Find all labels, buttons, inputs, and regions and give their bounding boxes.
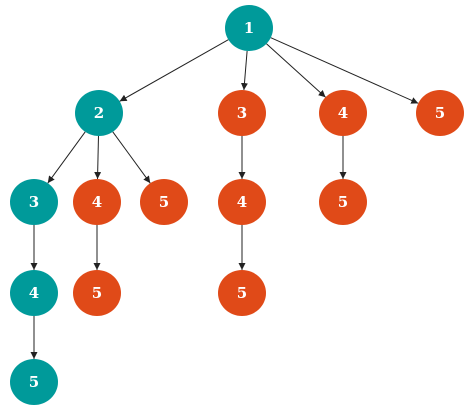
node-label: 4	[29, 284, 39, 302]
node-circle	[73, 270, 121, 316]
node-n5e: 5	[218, 270, 266, 316]
node-label: 5	[237, 284, 247, 302]
node-n2: 2	[75, 90, 123, 136]
node-label: 5	[435, 104, 445, 122]
node-circle	[73, 179, 121, 225]
node-label: 4	[338, 104, 348, 122]
node-n1: 1	[225, 5, 273, 51]
node-label: 5	[92, 284, 102, 302]
node-label: 4	[92, 193, 102, 211]
edge-n1-n5a	[270, 37, 419, 104]
node-label: 3	[237, 104, 247, 122]
node-n3a: 3	[218, 90, 266, 136]
node-circle	[10, 270, 58, 316]
node-circle	[225, 5, 273, 51]
node-n3b: 3	[10, 179, 58, 225]
node-n5f: 5	[10, 359, 58, 405]
edge-n1-n2	[119, 39, 229, 102]
node-label: 4	[237, 193, 247, 211]
node-circle	[10, 179, 58, 225]
node-n4a: 4	[319, 90, 367, 136]
node-label: 3	[29, 193, 39, 211]
node-label: 1	[244, 19, 254, 37]
node-n5b: 5	[140, 179, 188, 225]
node-label: 5	[338, 193, 348, 211]
node-n4d: 4	[10, 270, 58, 316]
edge-n1-n4a	[266, 43, 326, 98]
edges-layer	[30, 37, 419, 359]
nodes-layer: 1 2 3 4 5 3 4 5 4 5 4 5 5 5	[10, 5, 464, 405]
node-circle	[416, 90, 464, 136]
edge-n2-n4b	[94, 135, 102, 180]
node-circle	[218, 179, 266, 225]
node-circle	[319, 179, 367, 225]
node-circle	[218, 90, 266, 136]
node-label: 5	[29, 373, 39, 391]
node-n4c: 4	[218, 179, 266, 225]
node-n5d: 5	[73, 270, 121, 316]
node-label: 5	[159, 193, 169, 211]
node-circle	[75, 90, 123, 136]
node-circle	[140, 179, 188, 225]
node-circle	[10, 359, 58, 405]
edge-n2-n3b	[47, 131, 86, 184]
node-n4b: 4	[73, 179, 121, 225]
edge-n2-n5b	[112, 131, 151, 184]
edge-n1-n3a	[240, 50, 248, 91]
node-circle	[319, 90, 367, 136]
node-circle	[218, 270, 266, 316]
node-n5a: 5	[416, 90, 464, 136]
node-n5c: 5	[319, 179, 367, 225]
node-label: 2	[94, 104, 104, 122]
